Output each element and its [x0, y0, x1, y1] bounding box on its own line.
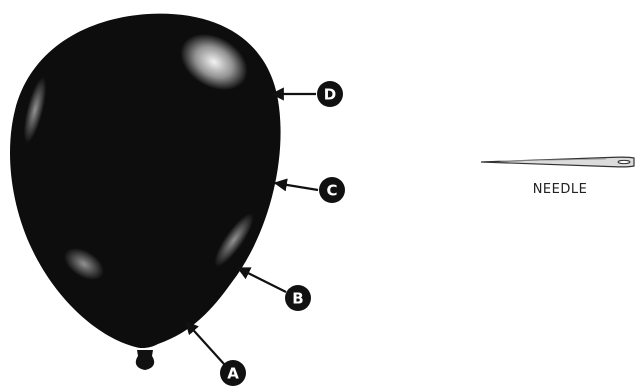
callout-b: B [238, 268, 311, 311]
callout-b-label: B [292, 290, 303, 308]
callout-d: D [272, 81, 343, 107]
needle: NEEDLE [481, 157, 634, 197]
balloon [10, 14, 281, 370]
needle-eye [618, 160, 630, 163]
callout-a-label: A [227, 365, 239, 383]
needle-label: NEEDLE [533, 182, 588, 197]
balloon-knot [136, 350, 154, 370]
callout-c-label: C [326, 182, 337, 200]
callout-c-arrow [275, 183, 318, 190]
callout-d-label: D [324, 86, 336, 104]
callout-a: A [186, 322, 246, 386]
callout-c: C [275, 177, 345, 203]
callout-a-arrow [186, 322, 224, 364]
needle-shaft [481, 157, 634, 167]
callout-b-arrow [238, 268, 286, 292]
